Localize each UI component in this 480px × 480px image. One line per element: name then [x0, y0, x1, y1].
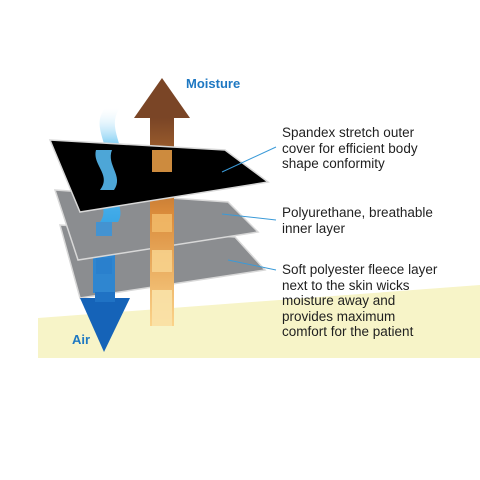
air-through-inner: [96, 258, 112, 274]
moisture-label: Moisture: [186, 76, 241, 91]
polyurethane-layer-label: Polyurethane, breathable inner layer: [282, 205, 433, 236]
skin-band: [38, 285, 480, 358]
fleece-layer-label: Soft polyester fleece layer next to the …: [282, 262, 438, 339]
moisture-through-middle: [152, 214, 172, 232]
moisture-arrow-tail: [152, 290, 172, 326]
leader-line-middle: [221, 213, 277, 221]
leader-line-outer: [221, 146, 277, 173]
leader-line-inner: [227, 259, 277, 271]
moisture-through-outer: [152, 150, 172, 172]
moisture-through-inner: [152, 250, 172, 272]
spandex-layer-label: Spandex stretch outer cover for efficien…: [282, 125, 418, 171]
wave-over-outer: [95, 150, 118, 190]
air-label: Air: [72, 332, 91, 347]
air-through-middle: [96, 222, 112, 236]
